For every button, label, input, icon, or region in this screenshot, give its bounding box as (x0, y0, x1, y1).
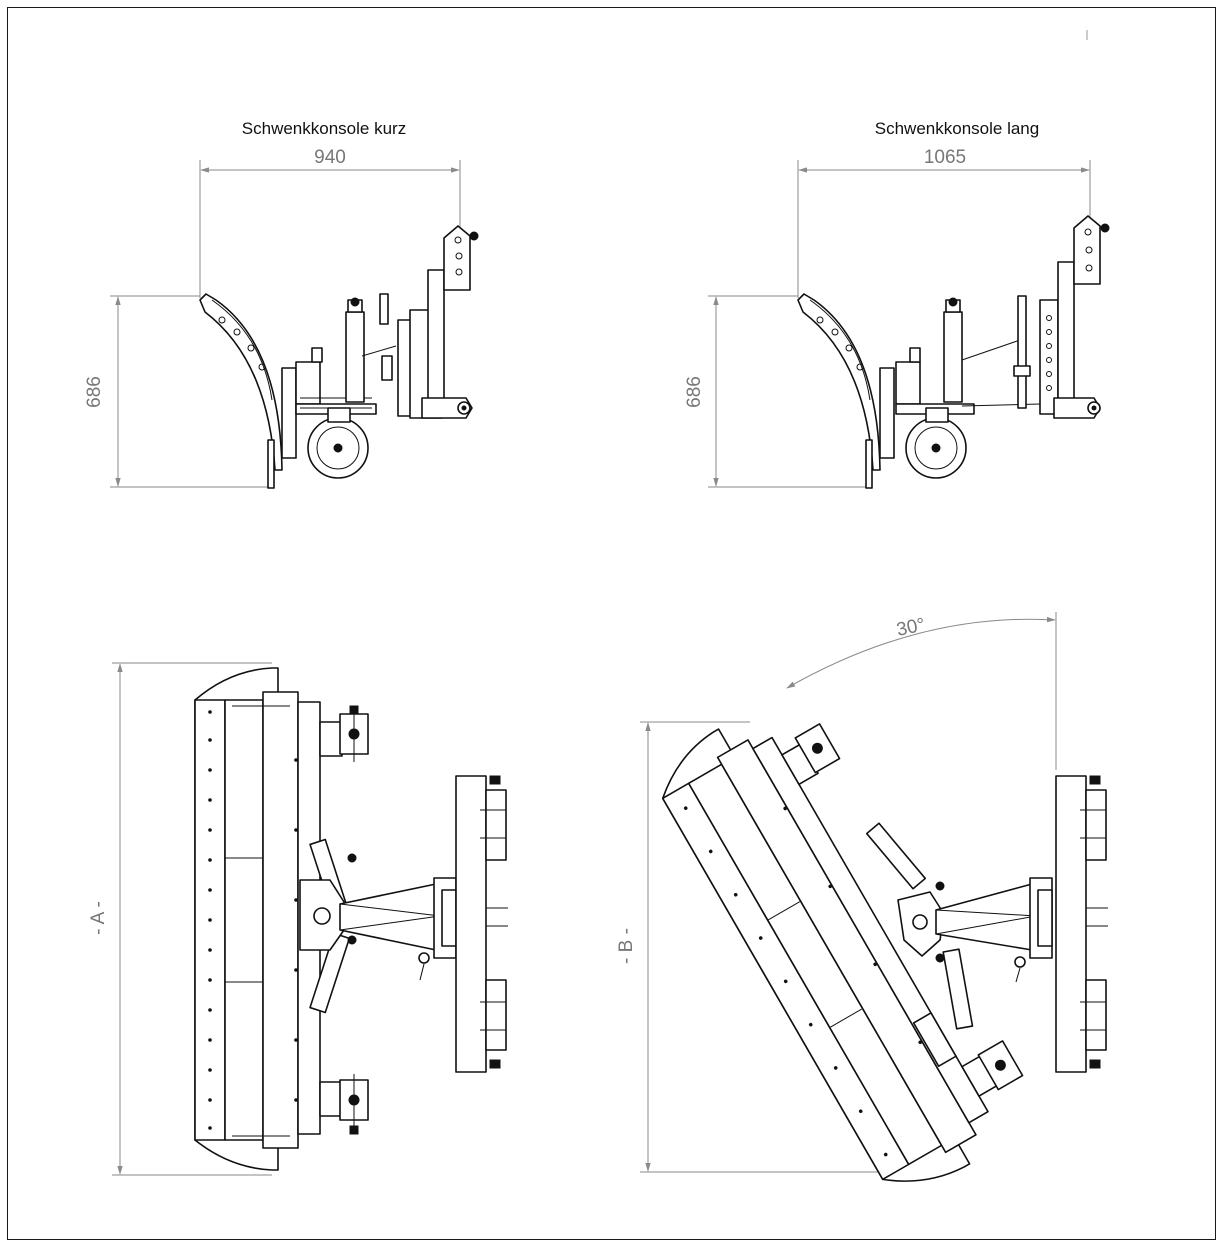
drawing-frame (7, 7, 1216, 1240)
width-dimension-label: 1065 (924, 147, 966, 168)
width-b-dimension-label: - B - (616, 928, 637, 964)
hydraulic-ram-lower (942, 948, 974, 1030)
side-view-short: Schwenkkonsole kurz 940 686 (84, 119, 479, 489)
mounting-frame (1055, 775, 1087, 1073)
angle-dimension-arc (786, 616, 1056, 689)
a-frame (935, 883, 1033, 951)
long-console-bar (1017, 295, 1027, 409)
hydraulic-ram-upper (865, 822, 927, 890)
height-dimension-label: 686 (684, 376, 705, 408)
height-dimension-label: 686 (84, 376, 105, 408)
top-view-angled: 30° - B - (616, 612, 1108, 1182)
blade-rivets (208, 710, 298, 1130)
top-view-straight: - A - (88, 662, 508, 1176)
top-bracket (1073, 215, 1101, 285)
rotated-plow-blade (661, 723, 1024, 1182)
angle-dimension-label: 30° (895, 614, 927, 641)
side-long-title: Schwenkkonsole lang (875, 119, 1039, 138)
support-post (345, 311, 365, 403)
side-view-long: Schwenkkonsole lang 1065 686 (684, 119, 1110, 489)
blade-edge (267, 439, 275, 489)
width-a-dimension-label: - A - (88, 901, 109, 935)
vertical-tube (427, 269, 445, 401)
side-short-title: Schwenkkonsole kurz (242, 119, 406, 138)
blade-rib (211, 299, 273, 401)
mounting-frame (455, 775, 487, 1073)
hydraulic-ram-lower (309, 932, 351, 1014)
blade-edge (865, 439, 873, 489)
width-dimension-label: 940 (314, 147, 346, 168)
support-post (943, 311, 963, 403)
vertical-tube (1057, 261, 1075, 403)
swivel-mount (895, 361, 921, 405)
